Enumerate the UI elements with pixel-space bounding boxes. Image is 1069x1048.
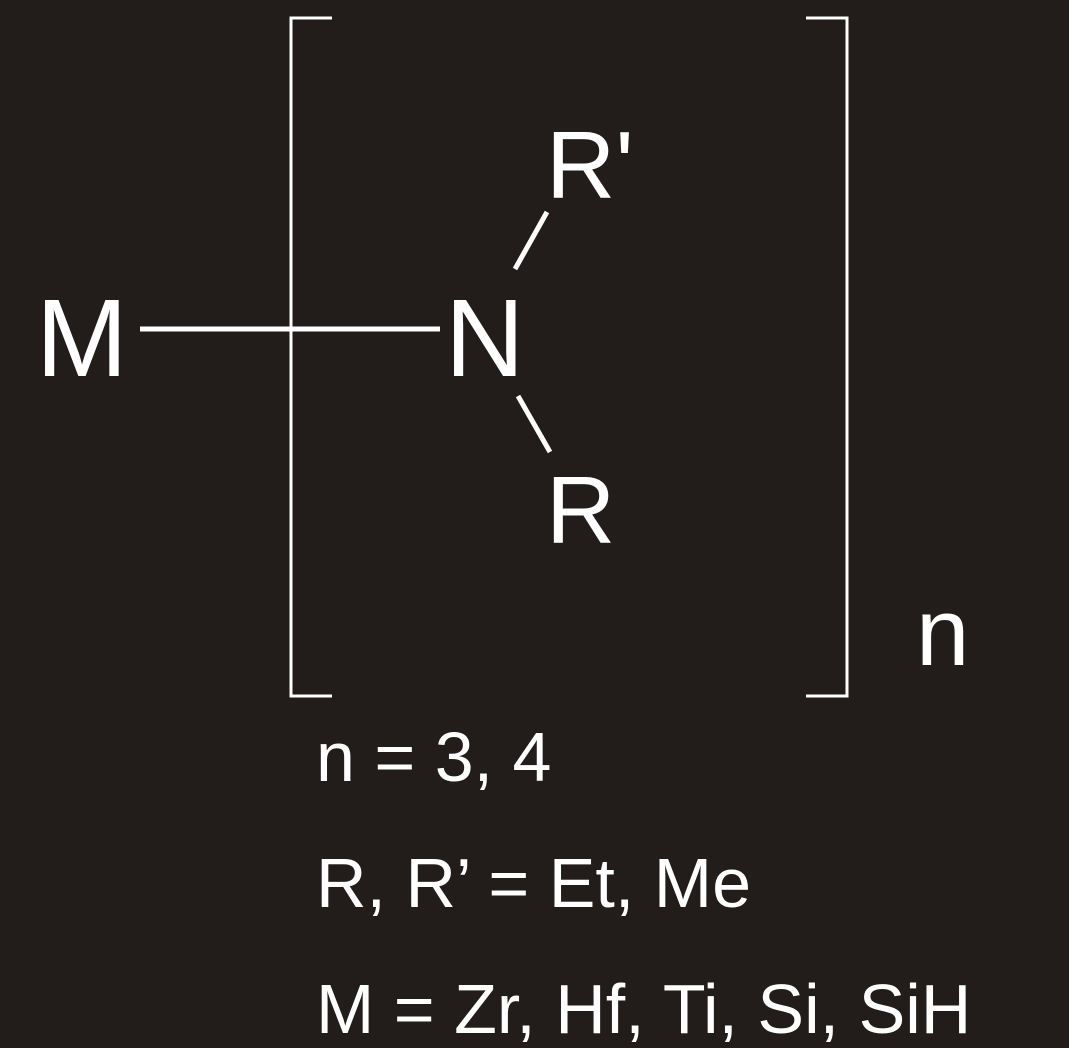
nitrogen-atom-label: N <box>445 277 525 400</box>
bond-n-r-prime <box>512 210 550 271</box>
substituent-r-label: R <box>546 457 616 564</box>
legend-n-values: n = 3, 4 <box>316 718 552 796</box>
metal-atom-label: M <box>36 277 128 400</box>
left-bracket <box>289 16 332 698</box>
legend-r-values: R, R’ = Et, Me <box>316 844 752 922</box>
repeat-subscript-n: n <box>916 579 970 686</box>
substituent-r-prime-label: R' <box>546 112 634 219</box>
legend-m-values: M = Zr, Hf, Ti, Si, SiH <box>316 970 972 1048</box>
bond-n-r <box>515 394 553 454</box>
right-bracket <box>806 16 849 698</box>
